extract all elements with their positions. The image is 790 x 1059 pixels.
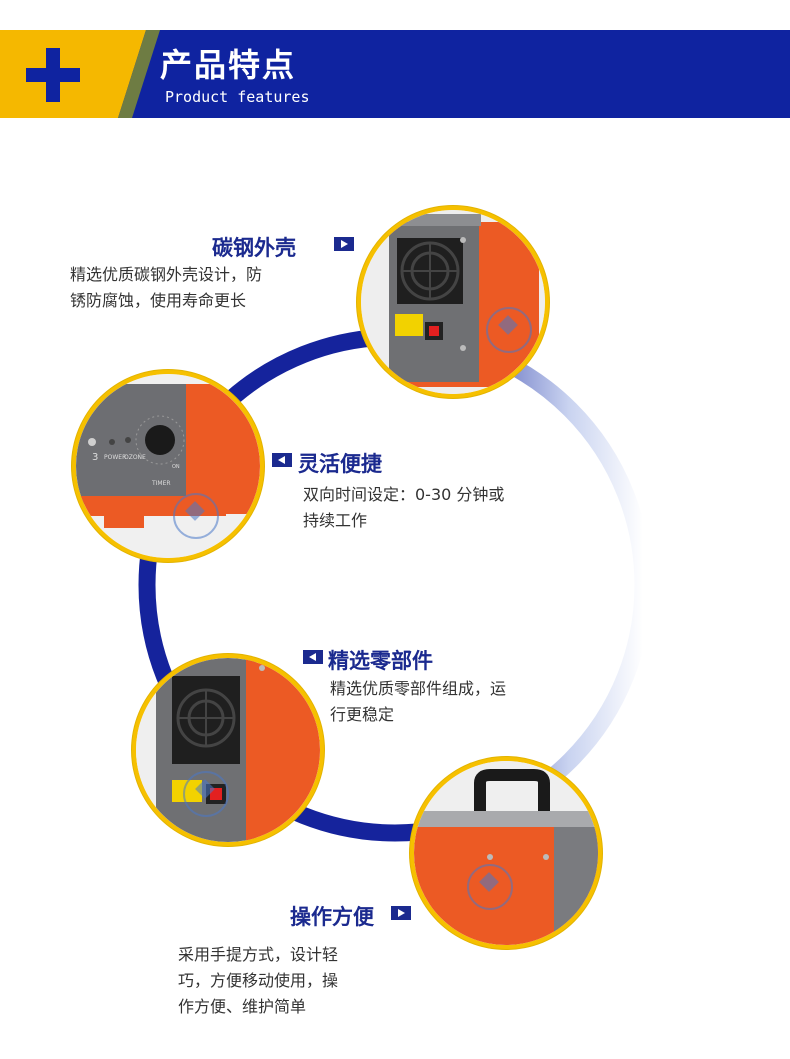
plus-icon	[26, 48, 80, 102]
panel-label-power: POWER	[104, 454, 127, 461]
feature-title-components: 精选零部件	[328, 649, 433, 673]
panel-label-timer: TIMER	[152, 480, 171, 487]
play-right-icon	[334, 237, 354, 251]
page-title: 产品特点	[160, 46, 297, 84]
feature-desc-housing: 精选优质碳钢外壳设计，防 锈防腐蚀，使用寿命更长	[70, 265, 263, 310]
feature-title-housing: 碳钢外壳	[212, 236, 296, 260]
page-subtitle: Product features	[165, 88, 310, 106]
housing-photo	[357, 206, 549, 398]
feature-desc-convenient: 采用手提方式，设计轻 巧，方便移动使用，操 作方便、维护简单	[178, 945, 339, 1016]
components-illustration	[136, 658, 320, 842]
feature-desc-components: 精选优质零部件组成，运 行更稳定	[330, 679, 507, 724]
components-photo	[132, 654, 324, 846]
panel-label-on: ON	[172, 464, 180, 470]
feature-title-flexible: 灵活便捷	[298, 452, 382, 476]
handle-photo	[410, 757, 602, 949]
panel-label-ozone: OZONE	[124, 454, 146, 461]
banner-background	[0, 30, 790, 118]
panel-marker: 3	[92, 452, 99, 463]
feature-desc-flexible: 双向时间设定：0-30 分钟或 持续工作	[303, 485, 505, 530]
play-left-icon	[303, 650, 323, 664]
feature-title-convenient: 操作方便	[290, 905, 374, 929]
housing-illustration	[361, 210, 545, 394]
handle-illustration	[414, 761, 598, 945]
play-left-icon	[272, 453, 292, 467]
play-right-icon	[391, 906, 411, 920]
header-banner: 产品特点 Product features	[0, 30, 790, 118]
control-panel-illustration	[76, 374, 260, 558]
control-panel-photo: 3 POWER OZONE TIMER ON	[72, 370, 264, 562]
